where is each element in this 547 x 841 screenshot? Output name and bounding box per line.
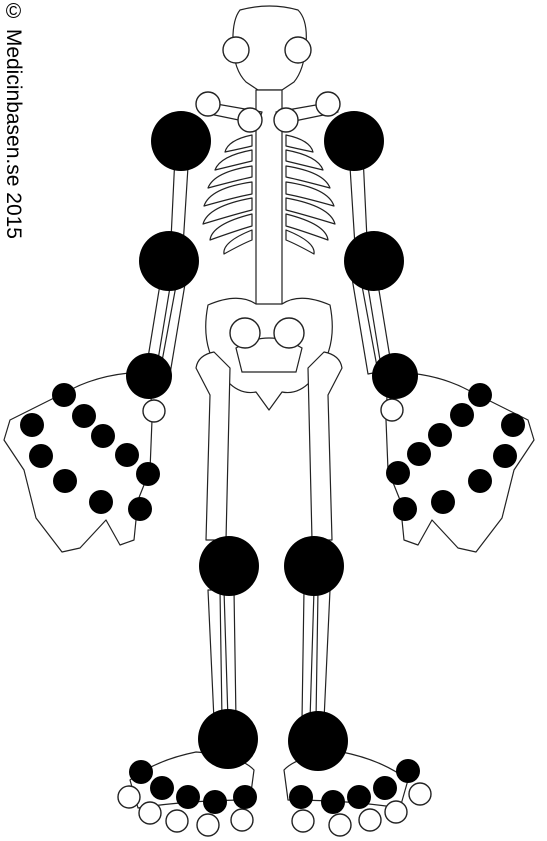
sternoclavicular-right-joint bbox=[274, 108, 298, 132]
toe-tip-joint bbox=[166, 810, 188, 832]
elbow-left-joint bbox=[139, 231, 199, 291]
finger-joint bbox=[128, 497, 152, 521]
toe-joint bbox=[150, 776, 174, 800]
ankle-right-joint bbox=[288, 711, 348, 771]
wrist-left-joint bbox=[126, 353, 172, 399]
finger-joint bbox=[20, 413, 44, 437]
shoulder-left-joint bbox=[151, 111, 211, 171]
shoulder-right-joint bbox=[324, 111, 384, 171]
wrist-right-joint bbox=[372, 353, 418, 399]
toe-tip-joint bbox=[359, 809, 381, 831]
knee-right-joint bbox=[284, 536, 344, 596]
finger-joint bbox=[72, 404, 96, 428]
sternoclavicular-left-joint bbox=[238, 108, 262, 132]
finger-joint bbox=[428, 423, 452, 447]
ankle-left-joint bbox=[198, 709, 258, 769]
hip-left-joint bbox=[230, 318, 260, 348]
hip-right-joint bbox=[274, 318, 304, 348]
toe-joint bbox=[176, 785, 200, 809]
femur-left bbox=[196, 352, 230, 540]
finger-joint bbox=[393, 497, 417, 521]
jaw-right-joint bbox=[285, 37, 311, 63]
finger-joint bbox=[407, 442, 431, 466]
toe-tip-joint bbox=[409, 783, 431, 805]
finger-joint bbox=[52, 383, 76, 407]
toe-joint bbox=[321, 790, 345, 814]
toe-joint bbox=[129, 760, 153, 784]
tibia-left bbox=[208, 590, 236, 720]
finger-joint bbox=[29, 444, 53, 468]
toe-joint bbox=[347, 785, 371, 809]
toe-joint bbox=[289, 785, 313, 809]
toe-tip-joint bbox=[231, 809, 253, 831]
toe-tip-joint bbox=[139, 802, 161, 824]
finger-joint bbox=[386, 461, 410, 485]
femur-right bbox=[308, 352, 342, 540]
elbow-right-joint bbox=[344, 231, 404, 291]
toe-joint bbox=[373, 776, 397, 800]
toe-joint bbox=[203, 790, 227, 814]
finger-joint bbox=[115, 443, 139, 467]
toe-tip-joint bbox=[292, 810, 314, 832]
toe-tip-joint bbox=[329, 814, 351, 836]
finger-joint bbox=[53, 469, 77, 493]
finger-joint bbox=[450, 403, 474, 427]
acromioclavicular-right-joint bbox=[316, 92, 340, 116]
acromioclavicular-left-joint bbox=[196, 92, 220, 116]
finger-joint bbox=[501, 413, 525, 437]
thumb-base-right-joint bbox=[381, 399, 403, 421]
finger-joint bbox=[91, 424, 115, 448]
finger-joint bbox=[89, 490, 113, 514]
jaw-left-joint bbox=[223, 37, 249, 63]
knee-left-joint bbox=[199, 536, 259, 596]
toe-tip-joint bbox=[118, 786, 140, 808]
thumb-base-left-joint bbox=[143, 400, 165, 422]
toe-tip-joint bbox=[197, 814, 219, 836]
tibia-right bbox=[302, 590, 330, 720]
finger-joint bbox=[468, 469, 492, 493]
finger-joint bbox=[431, 490, 455, 514]
toe-joint bbox=[233, 785, 257, 809]
finger-joint bbox=[468, 383, 492, 407]
toe-joint bbox=[396, 759, 420, 783]
finger-joint bbox=[136, 462, 160, 486]
toe-tip-joint bbox=[385, 801, 407, 823]
finger-joint bbox=[493, 444, 517, 468]
